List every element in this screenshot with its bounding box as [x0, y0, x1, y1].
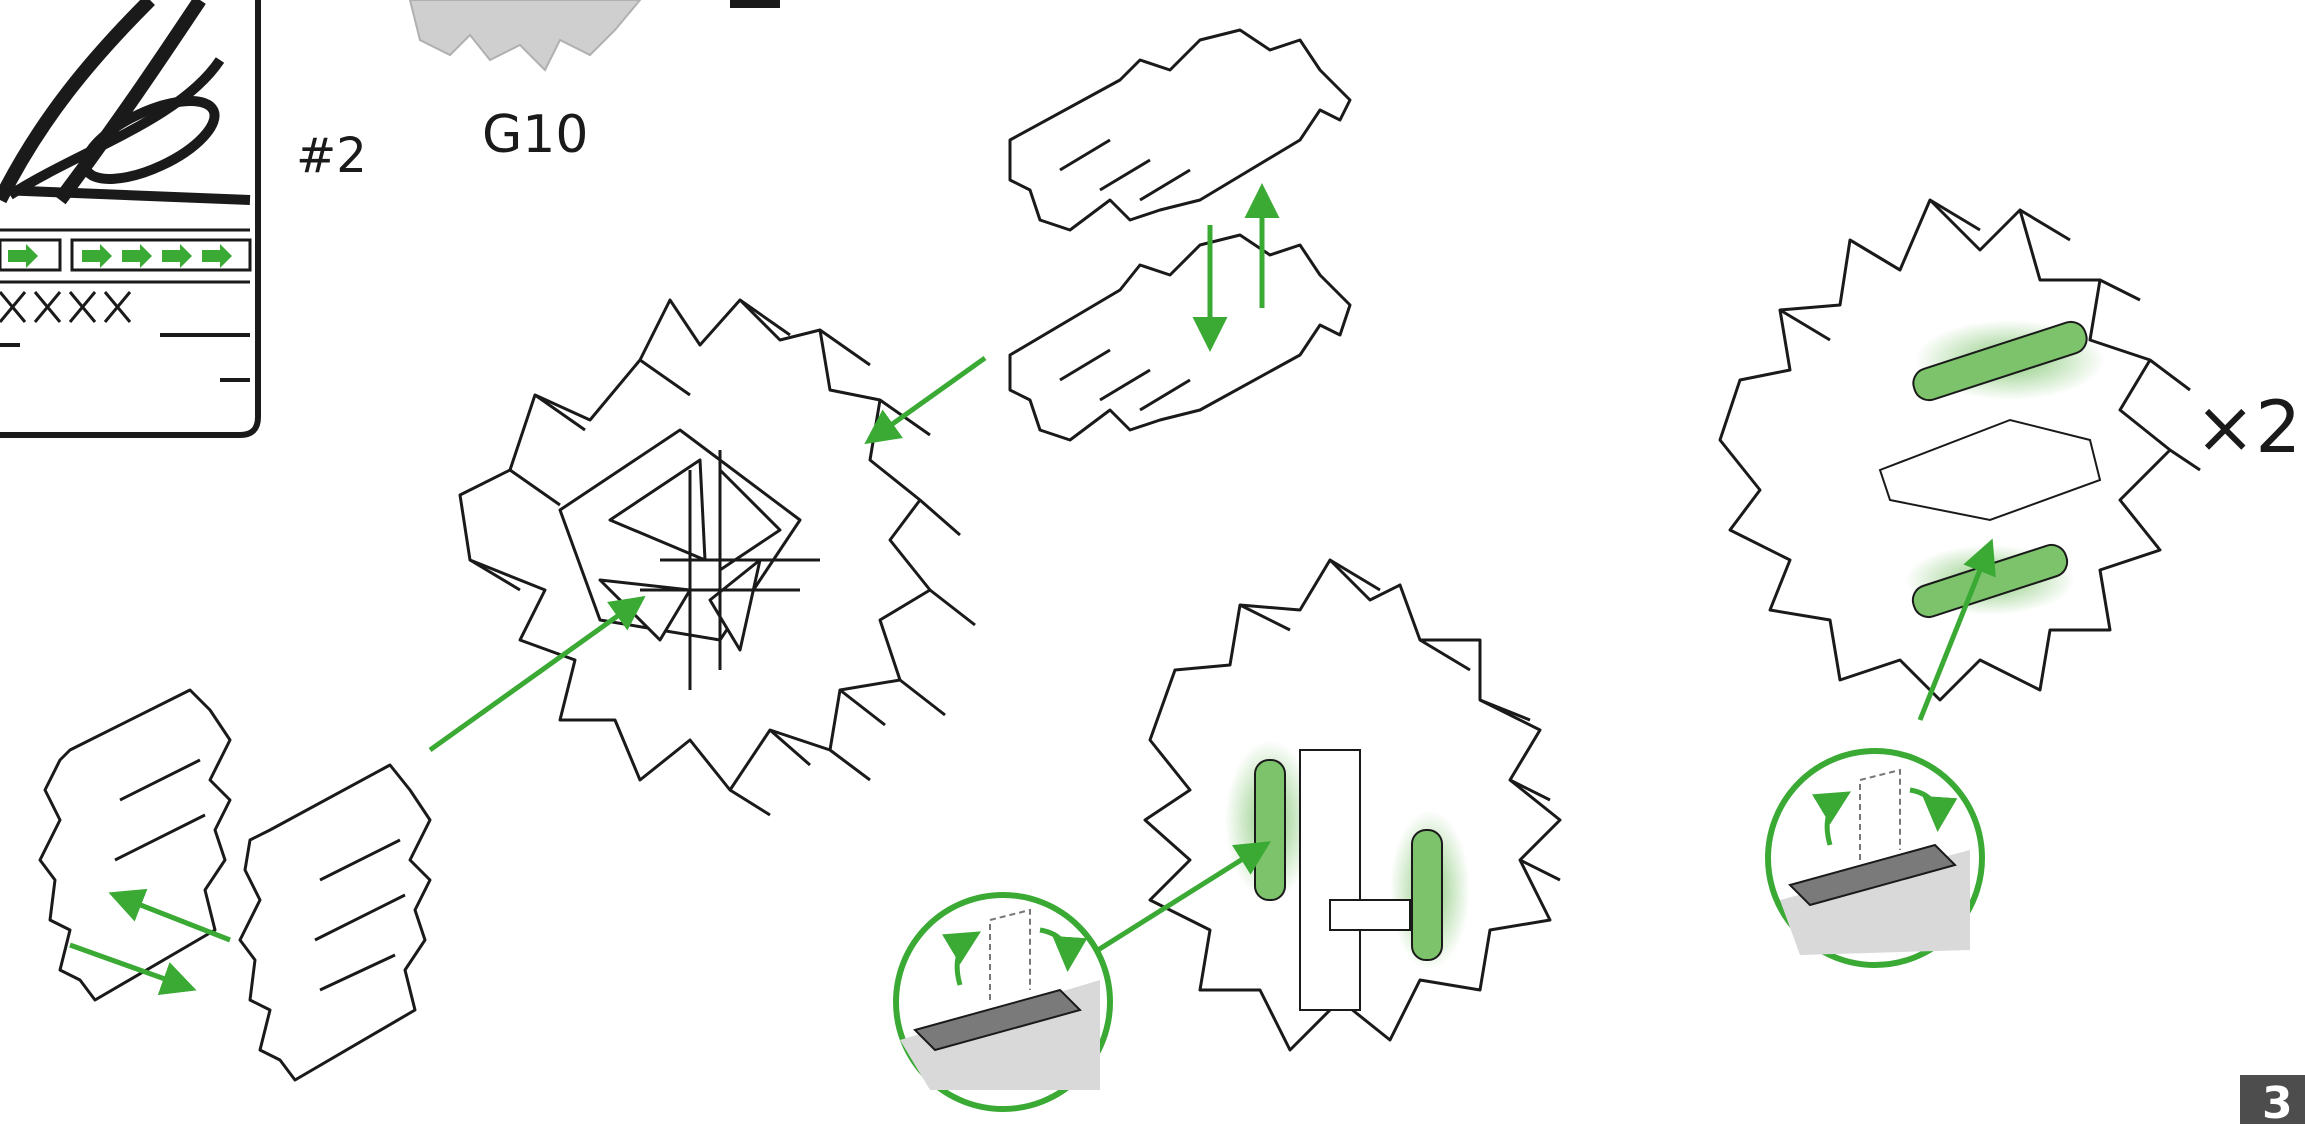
sheet-green-arrows: [8, 244, 232, 268]
gear-code-label: G10: [482, 105, 588, 165]
center-gear: [460, 300, 975, 815]
connector-plate-icon: [40, 690, 430, 1080]
fold-tab-detail-icon: [896, 895, 1110, 1109]
sheet-cross-marks: [0, 292, 130, 322]
connector-plate-icon: [1010, 30, 1350, 440]
part-reference-label: #2: [296, 128, 367, 184]
parts-sheet: [0, 0, 258, 435]
fold-tab-detail-icon: [1768, 751, 1982, 965]
gear-icon: [410, 0, 780, 70]
page-number: 3: [2262, 1078, 2293, 1129]
quantity-multiplier: ×2: [2195, 385, 2301, 469]
